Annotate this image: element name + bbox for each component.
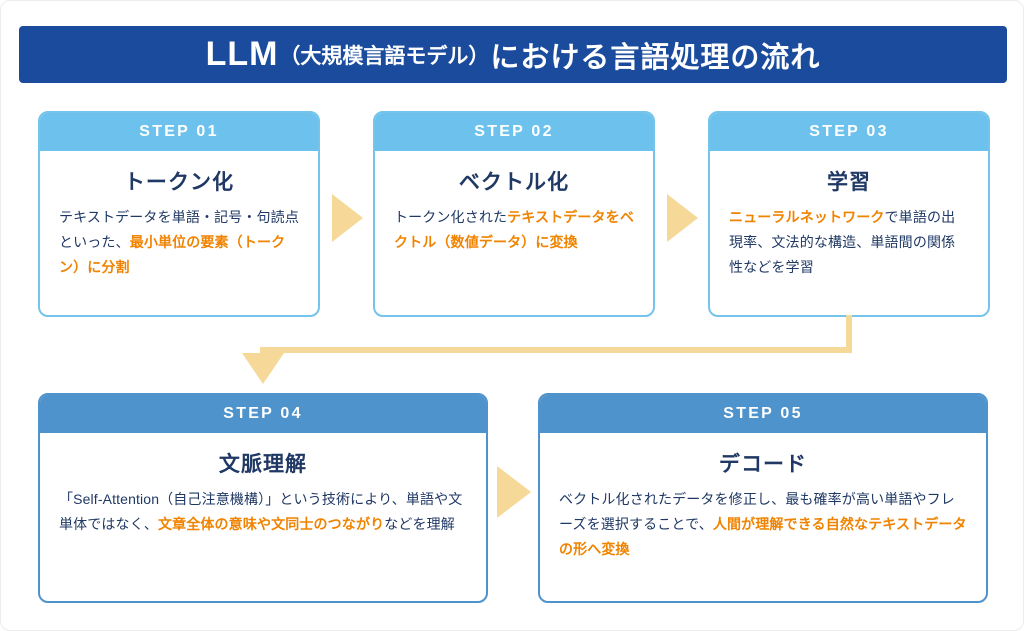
step-02-label: STEP 02 (474, 123, 554, 140)
connector-horizontal-line (260, 347, 852, 353)
step-05-card: STEP 05 デコード ベクトル化されたデータを修正し、最も確率が高い単語やフ… (538, 393, 988, 603)
step-04-label: STEP 04 (223, 405, 303, 422)
highlighted-text: 文章全体の意味や文同士のつながり (157, 516, 385, 533)
step-05-label: STEP 05 (723, 405, 803, 422)
step-02-card: STEP 02 ベクトル化 トークン化されたテキストデータをベクトル（数値データ… (373, 111, 655, 317)
step-03-title: 学習 (826, 171, 872, 194)
highlighted-text: 人間が理解できる自然なテキストデータの形へ変換 (559, 516, 967, 558)
step-03-label: STEP 03 (809, 123, 889, 140)
step-01-label: STEP 01 (139, 123, 219, 140)
highlighted-text: 最小単位の要素（トークン）に分割 (59, 234, 286, 276)
step-02-header: STEP 02 (375, 113, 653, 151)
highlighted-text: ニューラルネットワーク (729, 209, 885, 225)
step-04-header: STEP 04 (40, 395, 486, 433)
step-03-header: STEP 03 (710, 113, 988, 151)
arrow-right-icon-1 (332, 194, 363, 242)
banner-paren-text: （大規模言語モデル） (279, 44, 490, 68)
step-03-card: STEP 03 学習 ニューラルネットワークで単語の出現率、文法的な構造、単語間… (708, 111, 990, 317)
arrow-right-icon-3 (497, 466, 531, 518)
step-04-body: 「Self-Attention（自己注意機構）」という技術により、単語や文単体で… (40, 485, 486, 547)
title-banner: LLM （大規模言語モデル） における言語処理の流れ (19, 26, 1007, 83)
body-text: テキストデータを単語・記号・句読点といった、 (59, 209, 299, 251)
connector-vertical-line (846, 315, 852, 353)
step-02-body: トークン化されたテキストデータをベクトル（数値データ）に変換 (375, 203, 653, 265)
arrow-down-icon (242, 353, 284, 384)
step-01-title: トークン化 (123, 171, 235, 194)
step-04-card: STEP 04 文脈理解 「Self-Attention（自己注意機構）」という… (38, 393, 488, 603)
body-text: 「Self-Attention（自己注意機構）」という技術により、単語や文単体で… (59, 491, 463, 533)
step-04-title: 文脈理解 (218, 453, 308, 476)
step-03-body: ニューラルネットワークで単語の出現率、文法的な構造、単語間の関係性などを学習 (710, 203, 988, 291)
step-05-title: デコード (718, 453, 808, 476)
step-01-card: STEP 01 トークン化 テキストデータを単語・記号・句読点といった、最小単位… (38, 111, 320, 317)
body-text: トークン化された (394, 209, 508, 225)
banner-llm-text: LLM (205, 35, 279, 73)
body-text: ベクトル化されたデータを修正し、最も確率が高い単語やフレーズを選択することで、 (559, 491, 955, 533)
body-text: などを理解 (384, 516, 455, 533)
step-05-body: ベクトル化されたデータを修正し、最も確率が高い単語やフレーズを選択することで、人… (540, 485, 986, 573)
banner-rest-text: における言語処理の流れ (490, 41, 821, 74)
step-01-body: テキストデータを単語・記号・句読点といった、最小単位の要素（トークン）に分割 (40, 203, 318, 291)
step-02-title: ベクトル化 (458, 171, 570, 194)
arrow-right-icon-2 (667, 194, 698, 242)
step-05-header: STEP 05 (540, 395, 986, 433)
step-01-header: STEP 01 (40, 113, 318, 151)
highlighted-text: テキストデータをベクトル（数値データ）に変換 (394, 209, 634, 251)
body-text: で単語の出現率、文法的な構造、単語間の関係性などを学習 (729, 209, 956, 276)
